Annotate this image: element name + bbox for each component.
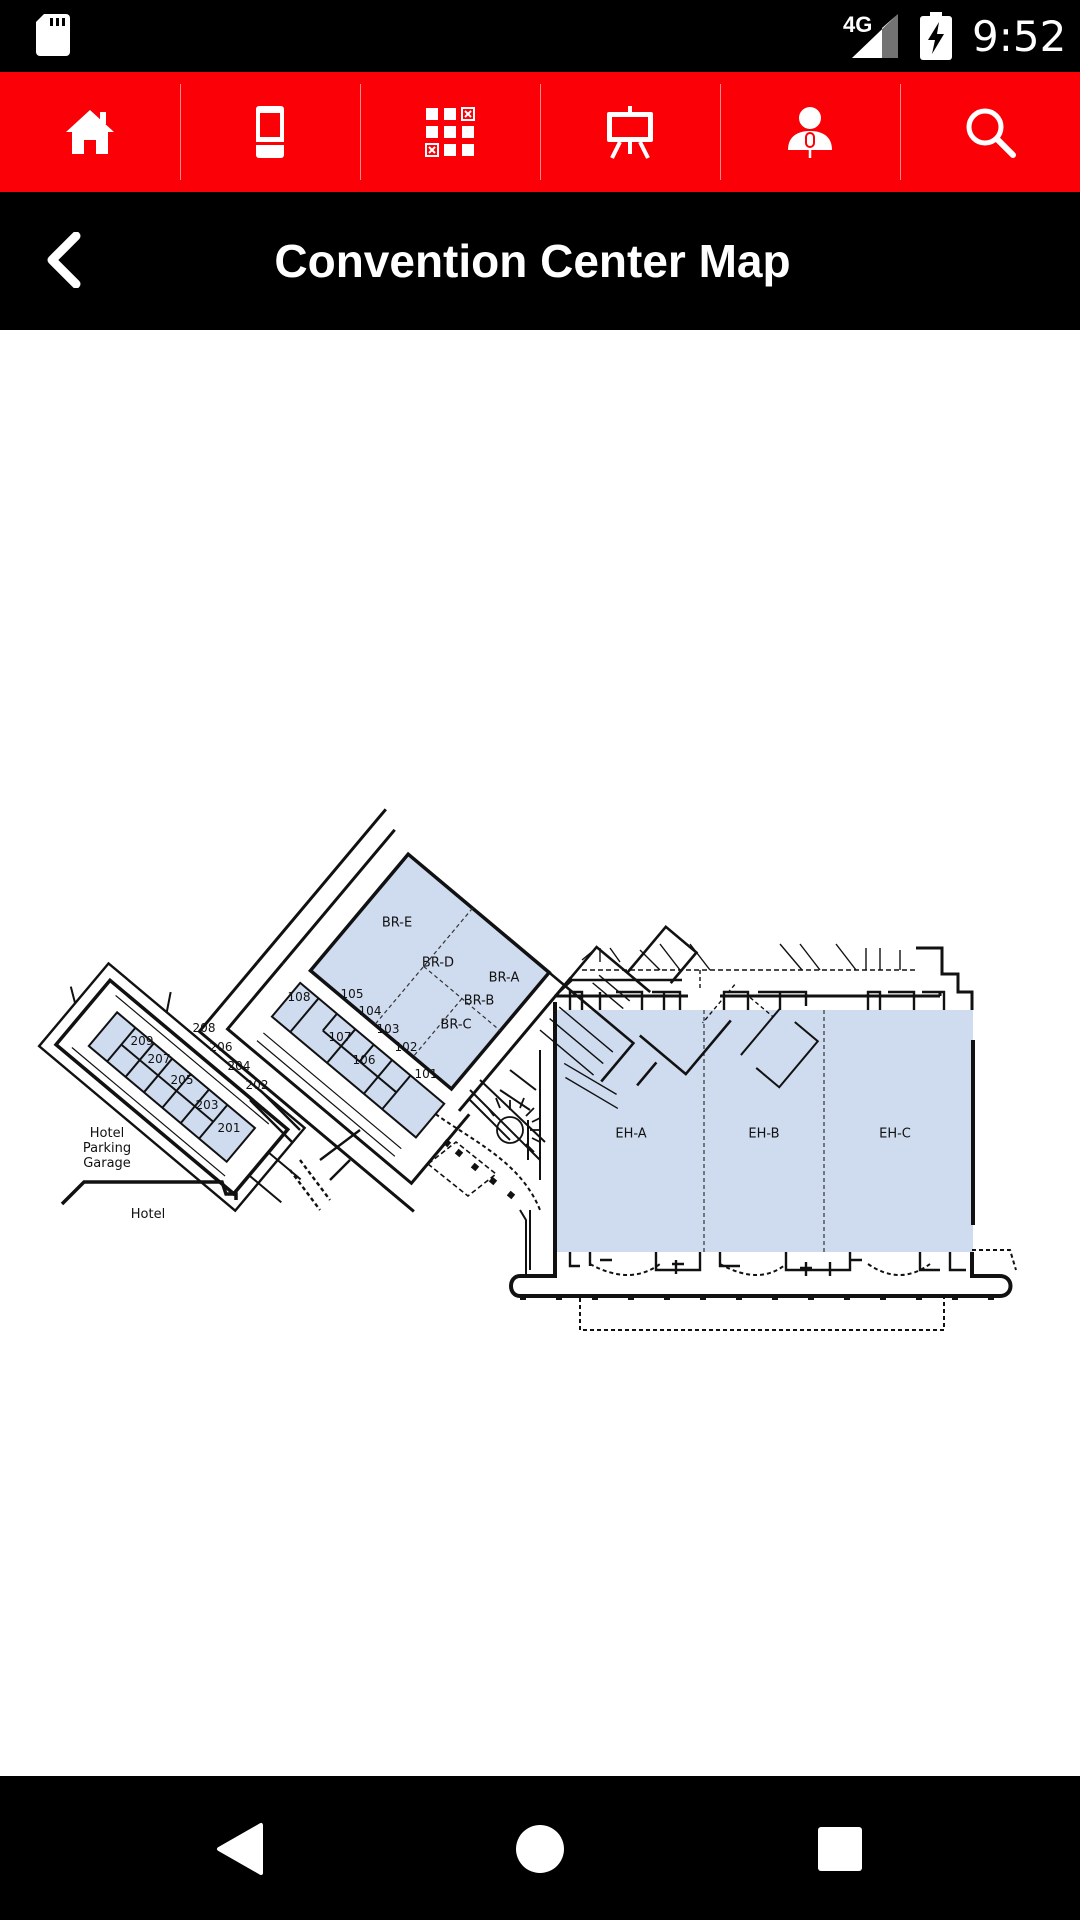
room-label-108: 108	[287, 990, 311, 1004]
status-bar: 4G 9:52	[0, 0, 1080, 72]
search-icon	[966, 108, 1016, 158]
room-label-br-c: BR-C	[440, 1017, 472, 1033]
room-label-106: 106	[352, 1053, 376, 1067]
sculpture	[487, 1097, 541, 1153]
phone-icon	[256, 106, 284, 158]
room-label-206: 206	[209, 1040, 233, 1054]
sd-card-icon	[36, 14, 70, 56]
system-home-button[interactable]	[505, 1814, 575, 1884]
triangle-back-icon	[217, 1823, 263, 1875]
room-label-208: 208	[192, 1021, 216, 1035]
square-recents-icon	[818, 1827, 862, 1871]
room-label-107: 107	[328, 1030, 352, 1044]
back-button[interactable]	[36, 224, 92, 296]
nav-schedule-button[interactable]	[360, 72, 540, 192]
hotel-parking-line-3: Garage	[83, 1156, 131, 1171]
hotel-parking-garage-label: Hotel Parking Garage	[83, 1126, 131, 1171]
nav-exhibitors-button[interactable]	[180, 72, 360, 192]
room-label-br-b: BR-B	[463, 993, 495, 1009]
speaker-icon	[788, 107, 832, 158]
nav-home-button[interactable]	[0, 72, 180, 192]
room-label-eh-b: EH-B	[748, 1126, 780, 1142]
room-label-eh-c: EH-C	[879, 1126, 911, 1142]
home-icon	[66, 110, 114, 154]
floor-plan-drawing	[37, 808, 1017, 1331]
signal-icon	[852, 14, 898, 58]
chevron-left-icon	[47, 232, 81, 288]
battery-charging-icon	[920, 12, 952, 60]
circle-home-icon	[516, 1825, 564, 1873]
room-label-209: 209	[130, 1034, 154, 1048]
grid-icon	[425, 107, 475, 157]
room-label-204: 204	[227, 1059, 251, 1073]
room-label-205: 205	[170, 1073, 194, 1087]
hotel-label: Hotel	[130, 1207, 166, 1222]
room-label-101: 101	[414, 1067, 438, 1081]
system-recents-button[interactable]	[805, 1814, 875, 1884]
convention-center-map[interactable]: BR-E BR-D BR-A BR-B BR-C 108 105 104 103…	[0, 330, 1080, 1776]
exhibit-halls	[555, 1010, 973, 1252]
room-label-203: 203	[195, 1098, 219, 1112]
system-back-button[interactable]	[205, 1814, 275, 1884]
room-label-br-d: BR-D	[421, 955, 455, 971]
room-label-105: 105	[340, 987, 364, 1001]
system-navigation-bar	[0, 1776, 1080, 1920]
ballroom-wing	[197, 808, 820, 1213]
room-label-103: 103	[376, 1022, 400, 1036]
room-label-202: 202	[245, 1078, 269, 1092]
room-label-201: 201	[217, 1121, 241, 1135]
room-label-104: 104	[358, 1004, 382, 1018]
network-type-label: 4G	[843, 12, 873, 37]
main-nav-bar	[0, 72, 1080, 192]
page-title: Convention Center Map	[274, 235, 791, 287]
nav-speakers-button[interactable]	[720, 72, 900, 192]
hotel-parking-line-1: Hotel	[89, 1126, 125, 1141]
room-label-br-a: BR-A	[488, 970, 520, 986]
clock: 9:52	[972, 12, 1067, 61]
nav-sessions-button[interactable]	[540, 72, 720, 192]
room-label-207: 207	[147, 1052, 171, 1066]
presentation-icon	[607, 106, 653, 159]
room-label-102: 102	[394, 1040, 418, 1054]
nav-search-button[interactable]	[900, 72, 1080, 192]
title-bar: Convention Center Map	[0, 192, 1080, 330]
room-label-eh-a: EH-A	[615, 1126, 647, 1142]
room-label-br-e: BR-E	[381, 915, 413, 931]
hotel-parking-line-2: Parking	[82, 1141, 132, 1156]
